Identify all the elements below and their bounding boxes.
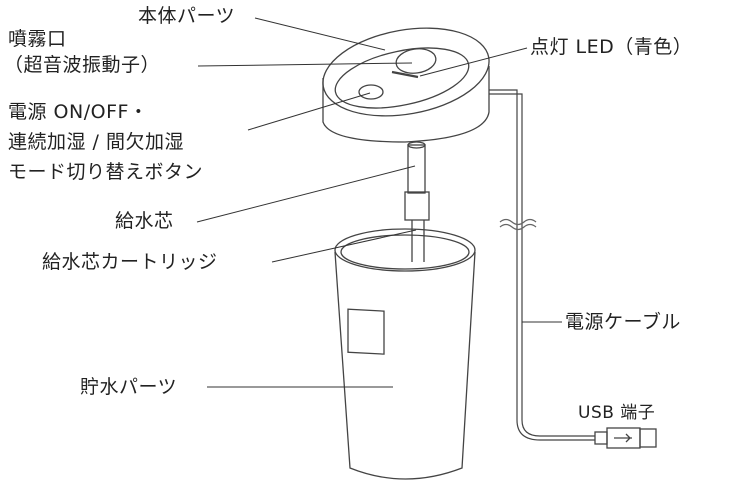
tank-window bbox=[347, 308, 385, 355]
label-button-2: 連続加湿 / 間欠加湿 bbox=[8, 131, 184, 153]
label-body-part: 本体パーツ bbox=[138, 5, 236, 27]
water-tank bbox=[334, 228, 476, 480]
device-logo bbox=[391, 70, 419, 79]
label-button-3: モード切り替えボタン bbox=[8, 161, 204, 183]
label-button-1: 電源 ON/OFF・ bbox=[8, 101, 149, 123]
wick bbox=[404, 141, 430, 262]
label-nozzle-detail: （超音波振動子） bbox=[4, 54, 161, 76]
label-wick-cartridge: 給水芯カートリッジ bbox=[42, 251, 218, 273]
label-tank: 貯水パーツ bbox=[80, 376, 178, 398]
nozzle bbox=[395, 48, 437, 74]
label-wick: 給水芯 bbox=[115, 210, 174, 232]
label-led: 点灯 LED（青色） bbox=[530, 36, 693, 58]
label-nozzle: 噴霧口 bbox=[8, 28, 67, 50]
head-unit bbox=[322, 27, 490, 143]
label-usb: USB 端子 bbox=[578, 403, 656, 423]
leader-lines bbox=[196, 17, 562, 388]
power-cable bbox=[489, 89, 657, 449]
label-power-cable: 電源ケーブル bbox=[565, 311, 681, 333]
power-button bbox=[358, 84, 384, 100]
